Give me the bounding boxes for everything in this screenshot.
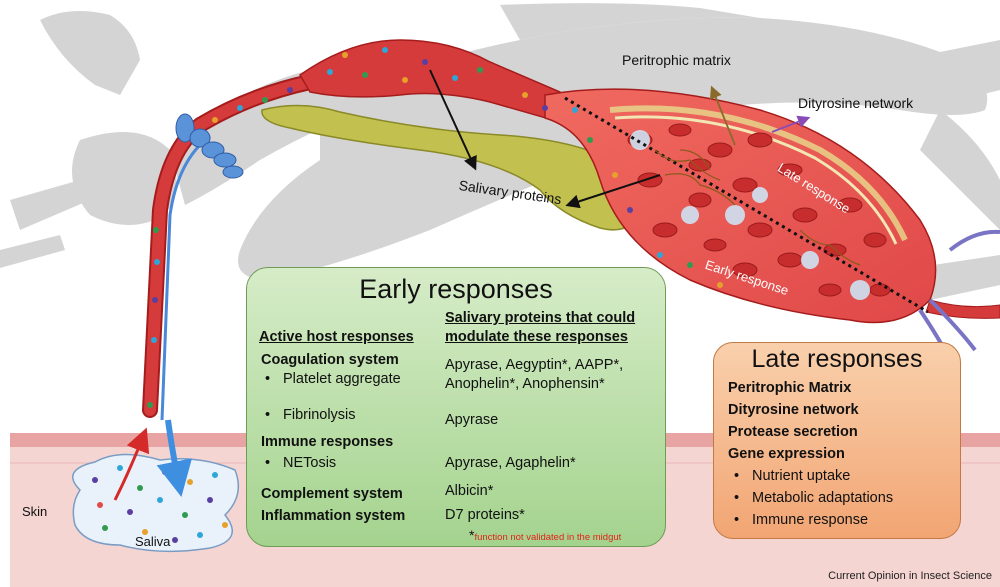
saliva-pool: [71, 453, 240, 553]
late-protease-secretion: Protease secretion: [728, 424, 858, 440]
arrow-saliva-down: [156, 419, 193, 498]
platelet-aggregate: Platelet aggregate: [265, 370, 401, 388]
early-responses-title: Early responses: [359, 274, 553, 304]
active-host-responses-header: Active host responses: [259, 329, 414, 345]
footnote: *function not validated in the midgut: [469, 527, 621, 543]
late-responses-title: Late responses: [751, 345, 923, 373]
salivary-proteins-header-1: Salivary proteins that could: [445, 310, 636, 326]
digestion-clusters: [630, 130, 870, 300]
late-gene-expression: Gene expression: [728, 446, 845, 462]
late-metabolic-adaptations: Metabolic adaptations: [734, 489, 893, 507]
immune-responses: Immune responses: [261, 434, 394, 450]
fibrinolysis: Fibrinolysis: [265, 406, 355, 424]
platelet-proteins-1: Apyrase, Aegyptin*, AAPP*,: [445, 357, 624, 373]
complement-proteins: Albicin*: [445, 483, 494, 499]
footnote-text: function not validated in the midgut: [474, 532, 622, 543]
label-dityrosine-network: Dityrosine network: [798, 95, 914, 111]
journal-credit: Current Opinion in Insect Science: [828, 570, 992, 582]
complement-system: Complement system: [261, 486, 403, 502]
late-nutrient-uptake: Nutrient uptake: [734, 467, 850, 485]
inflammation-system: Inflammation system: [261, 508, 406, 524]
late-immune-response: Immune response: [734, 511, 868, 529]
blood-dots: [147, 47, 723, 408]
fibrinolysis-proteins: Apyrase: [445, 412, 499, 428]
arrow-blood-up: [113, 427, 150, 501]
late-peritrophic-matrix: Peritrophic Matrix: [728, 380, 852, 396]
footnote-star: *: [469, 527, 475, 543]
early-responses-panel: Early responses Active host responses Sa…: [246, 267, 666, 547]
inflammation-proteins: D7 proteins*: [445, 507, 525, 523]
coagulation-system: Coagulation system: [261, 352, 399, 368]
salivary-proteins-header-2: modulate these responses: [445, 329, 628, 345]
netosis: NETosis: [265, 454, 336, 472]
arrow-from-midgut: [565, 174, 661, 209]
netosis-proteins: Apyrase, Agaphelin*: [445, 455, 576, 471]
dityrosine-strands: [654, 149, 861, 266]
late-responses-panel: Late responses Peritrophic Matrix Dityro…: [713, 342, 961, 539]
platelet-proteins-2: Anophelin*, Anophensin*: [445, 376, 605, 392]
arrow-dityrosine: [771, 115, 811, 133]
late-dityrosine-network: Dityrosine network: [728, 402, 859, 418]
label-peritrophic-matrix: Peritrophic matrix: [622, 52, 731, 68]
arrow-to-salivary-proteins: [429, 69, 477, 171]
label-skin: Skin: [22, 504, 48, 519]
salivary-gland-lobes: [175, 113, 244, 179]
label-saliva: Saliva: [135, 534, 171, 549]
response-divider: [564, 96, 929, 314]
arrow-peritrophic: [709, 85, 736, 146]
